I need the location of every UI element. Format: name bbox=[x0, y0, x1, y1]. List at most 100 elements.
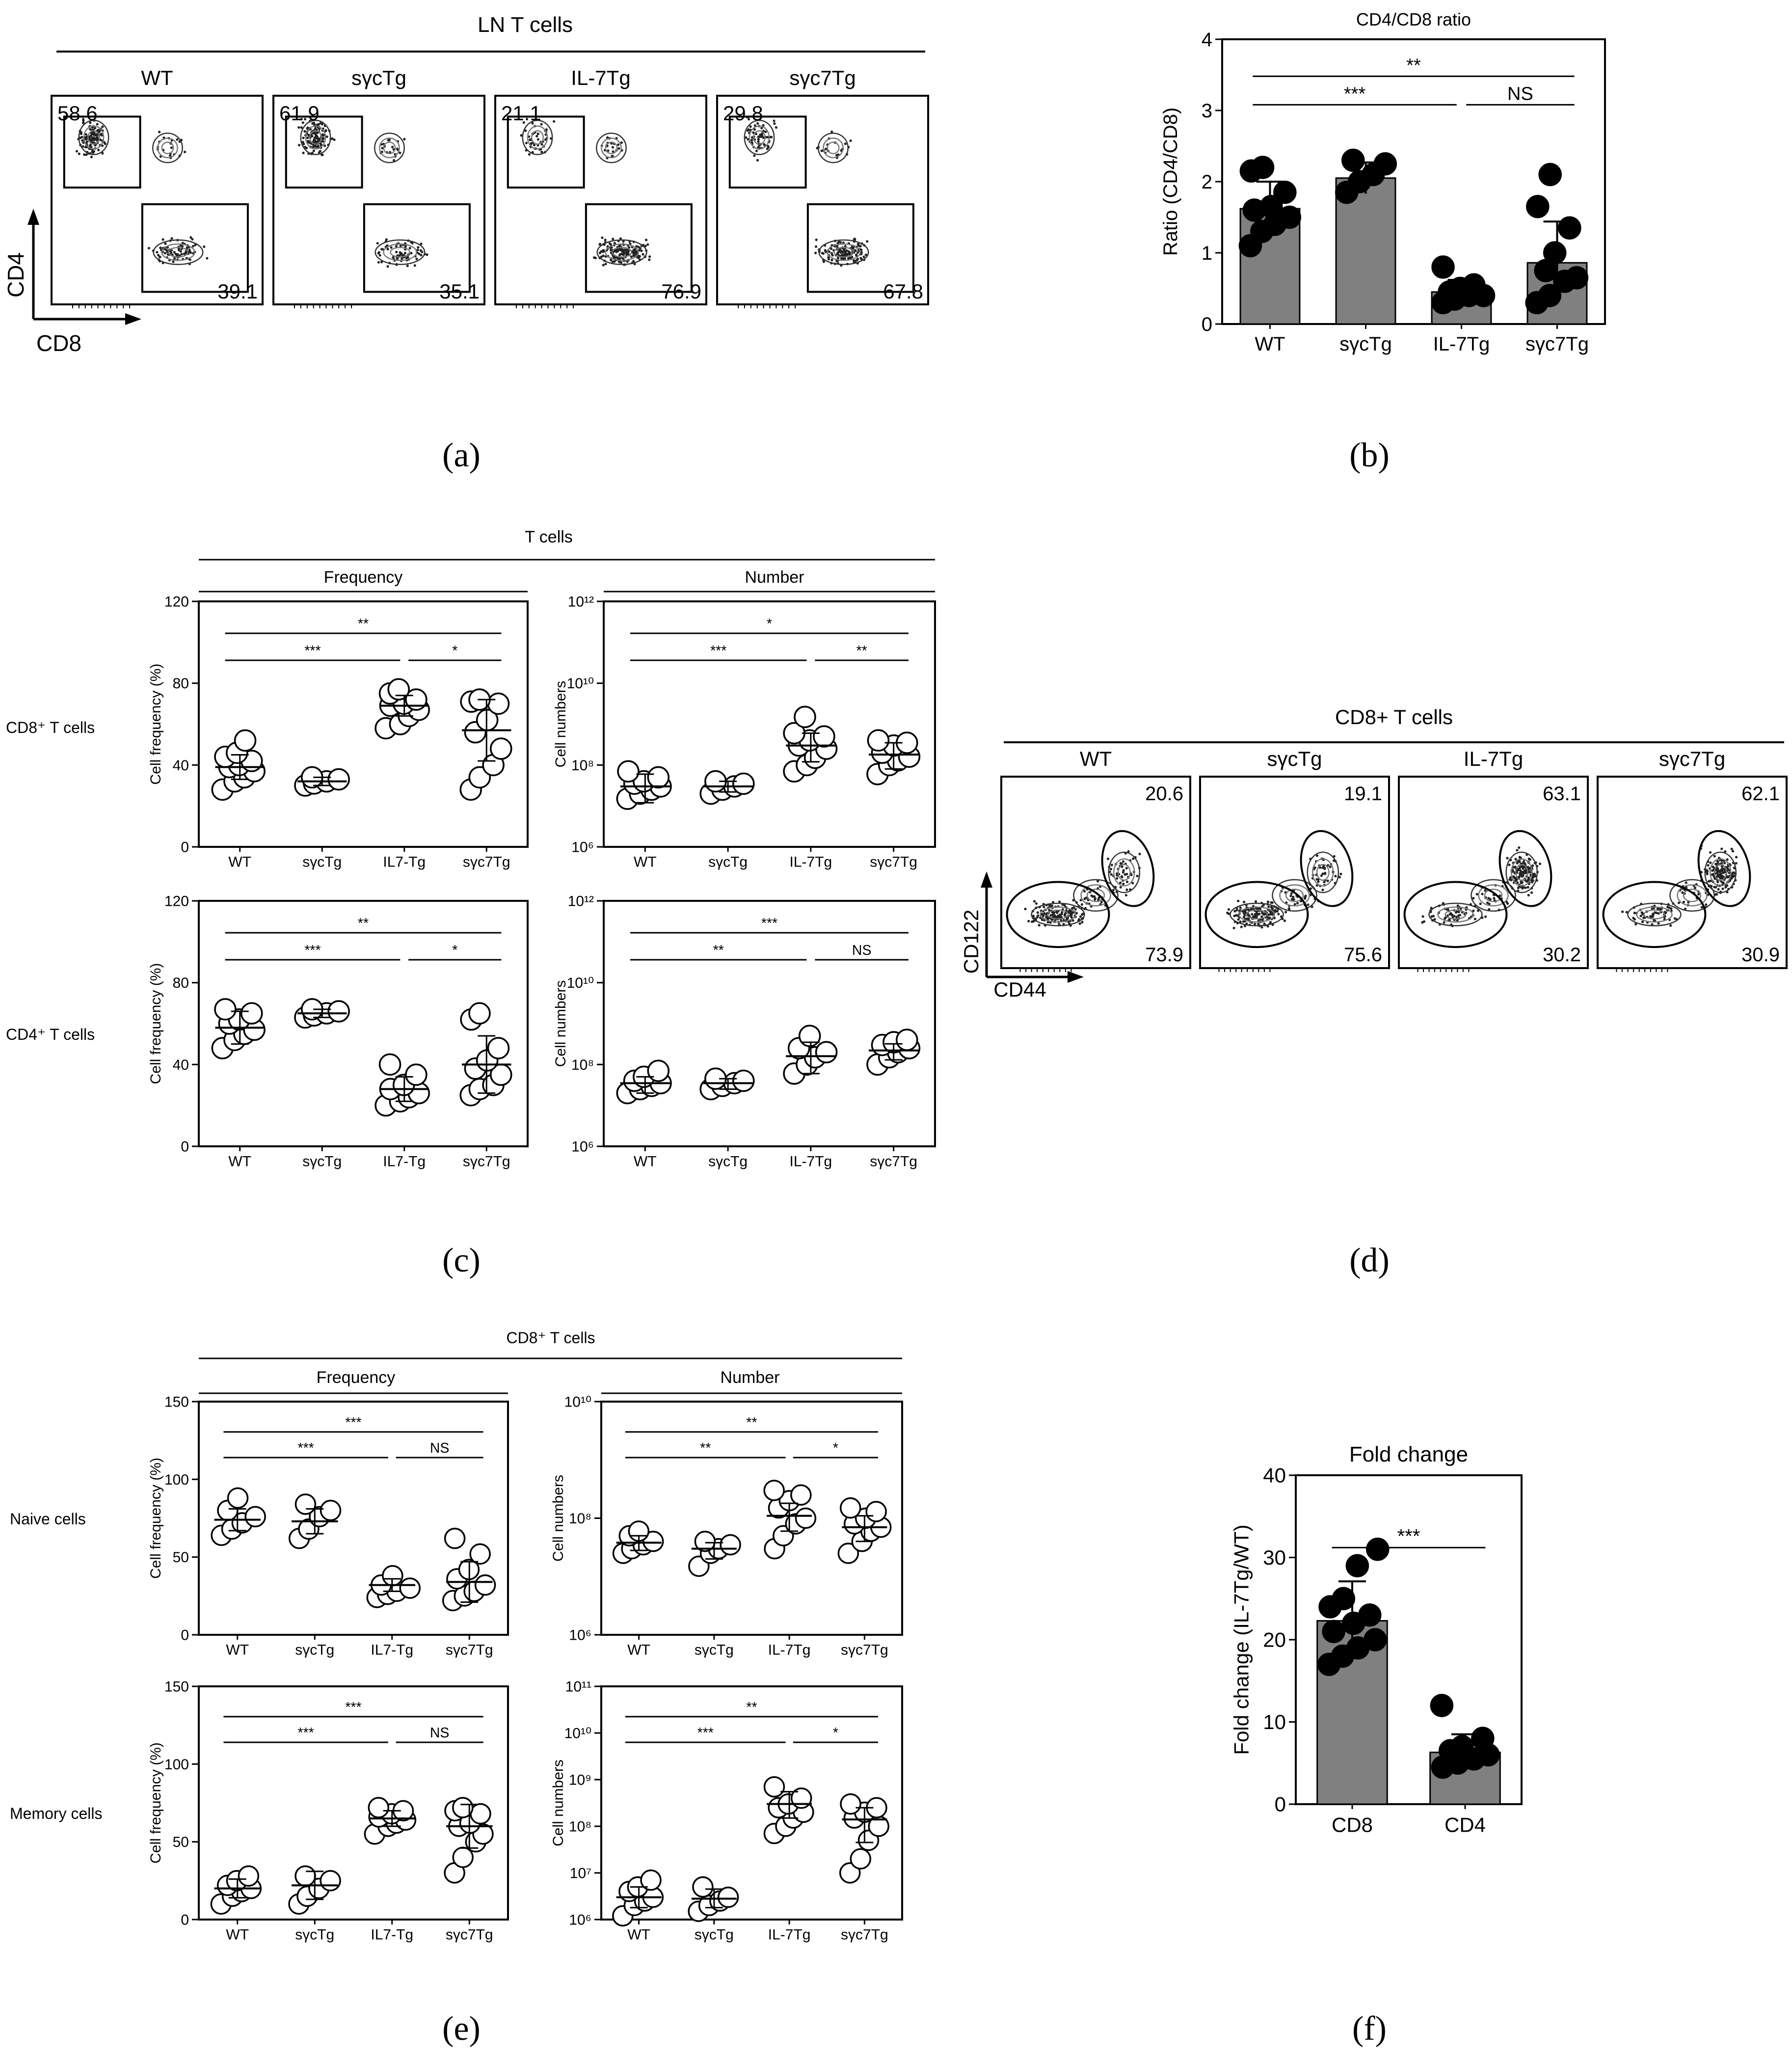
event-dot bbox=[1484, 915, 1487, 918]
event-dot bbox=[856, 258, 859, 261]
event-dot bbox=[1723, 868, 1726, 871]
data-point bbox=[1366, 1538, 1390, 1561]
event-dot bbox=[1516, 862, 1519, 865]
event-dot bbox=[179, 244, 182, 247]
event-dot bbox=[1027, 920, 1030, 922]
event-dot bbox=[302, 136, 305, 139]
event-dot bbox=[1041, 918, 1044, 921]
event-dot bbox=[1106, 857, 1110, 861]
density-contour bbox=[818, 133, 849, 163]
significance-label: ** bbox=[700, 1440, 711, 1456]
event-dot bbox=[1130, 873, 1133, 876]
data-point bbox=[795, 1507, 817, 1529]
data-point bbox=[378, 1053, 401, 1076]
event-dot bbox=[1069, 914, 1072, 917]
x-tick-label: sγcTg bbox=[695, 1642, 734, 1658]
event-dot bbox=[1711, 869, 1714, 872]
event-dot bbox=[1621, 910, 1624, 913]
event-dot bbox=[615, 250, 618, 253]
y-tick-label: 10¹⁰ bbox=[567, 975, 594, 991]
event-dot bbox=[1716, 873, 1719, 876]
event-dot bbox=[1304, 897, 1307, 900]
event-dot bbox=[1247, 908, 1250, 911]
significance-label: * bbox=[833, 1440, 838, 1456]
y-tick-label: 50 bbox=[173, 1834, 189, 1850]
x-tick-label: sγc7Tg bbox=[446, 1642, 493, 1658]
event-dot bbox=[1260, 926, 1263, 929]
y-axis-label: Cell numbers bbox=[553, 681, 569, 768]
event-dot bbox=[847, 257, 850, 260]
density-contour bbox=[300, 119, 331, 156]
event-dot bbox=[1049, 914, 1052, 917]
y-axis-label: Cell numbers bbox=[553, 980, 569, 1067]
event-dot bbox=[1518, 856, 1521, 859]
y-tick-label: 0 bbox=[1275, 1793, 1286, 1816]
event-dot bbox=[749, 125, 752, 128]
event-dot bbox=[553, 120, 556, 123]
event-dot bbox=[836, 242, 839, 244]
event-dot bbox=[1516, 881, 1519, 884]
y-tick-label: 10⁶ bbox=[569, 1912, 591, 1928]
event-dot bbox=[814, 245, 818, 248]
cd8-percentage: 67.8 bbox=[883, 280, 923, 303]
y-tick-label: 0 bbox=[1202, 314, 1212, 335]
event-dot bbox=[602, 264, 605, 267]
x-tick-label: sγcTg bbox=[1339, 333, 1392, 355]
event-dot bbox=[399, 251, 401, 254]
event-dot bbox=[1670, 907, 1673, 910]
event-dot bbox=[1080, 903, 1084, 906]
y-axis-label: Cell numbers bbox=[550, 1475, 566, 1562]
event-dot bbox=[1292, 898, 1295, 901]
event-dot bbox=[176, 138, 179, 141]
event-dot bbox=[592, 256, 596, 259]
event-dot bbox=[824, 249, 827, 252]
event-dot bbox=[314, 127, 317, 130]
event-dot bbox=[93, 137, 96, 140]
event-dot bbox=[1324, 871, 1327, 875]
data-point bbox=[763, 1776, 785, 1798]
event-dot bbox=[305, 146, 308, 150]
event-dot bbox=[104, 142, 107, 145]
event-dot bbox=[827, 258, 830, 261]
event-dot bbox=[1125, 880, 1129, 883]
event-dot bbox=[1315, 854, 1319, 857]
event-dot bbox=[1733, 874, 1736, 877]
flow-plot-frame bbox=[1199, 776, 1390, 969]
density-contour bbox=[161, 243, 195, 261]
data-point bbox=[642, 1531, 664, 1552]
event-dot bbox=[1726, 876, 1730, 879]
density-contour bbox=[749, 125, 770, 150]
event-dot bbox=[1723, 862, 1726, 865]
event-dot bbox=[158, 131, 161, 134]
event-dot bbox=[421, 250, 424, 253]
event-dot bbox=[1267, 905, 1270, 908]
event-dot bbox=[82, 119, 85, 122]
event-dot bbox=[297, 126, 300, 129]
event-dot bbox=[80, 131, 83, 134]
event-dot bbox=[1307, 903, 1310, 906]
x-tick-label: sγc7Tg bbox=[841, 1927, 888, 1943]
density-contour bbox=[1230, 902, 1284, 926]
panel-c: T cells Frequency Number CD8⁺ T cells CD… bbox=[6, 528, 936, 1170]
event-dot bbox=[1694, 887, 1697, 890]
event-dot bbox=[168, 154, 172, 157]
density-contour bbox=[1285, 889, 1304, 902]
event-dot bbox=[415, 257, 418, 260]
event-dot bbox=[1484, 889, 1487, 892]
y-tick-label: 10¹⁰ bbox=[564, 1726, 591, 1742]
x-tick-label: IL-7Tg bbox=[768, 1927, 811, 1943]
event-dot bbox=[300, 126, 303, 129]
event-dot bbox=[392, 159, 396, 162]
y-axis-label: Cell frequency (%) bbox=[148, 664, 164, 785]
density-contour bbox=[1510, 858, 1533, 887]
y-tick-label: 40 bbox=[1263, 1464, 1286, 1487]
data-point bbox=[1345, 1554, 1369, 1577]
event-dot bbox=[75, 150, 79, 153]
event-dot bbox=[321, 153, 323, 157]
significance-label: ** bbox=[856, 643, 867, 659]
density-contour bbox=[753, 130, 766, 145]
event-dot bbox=[1319, 866, 1322, 869]
event-dot bbox=[830, 130, 833, 134]
